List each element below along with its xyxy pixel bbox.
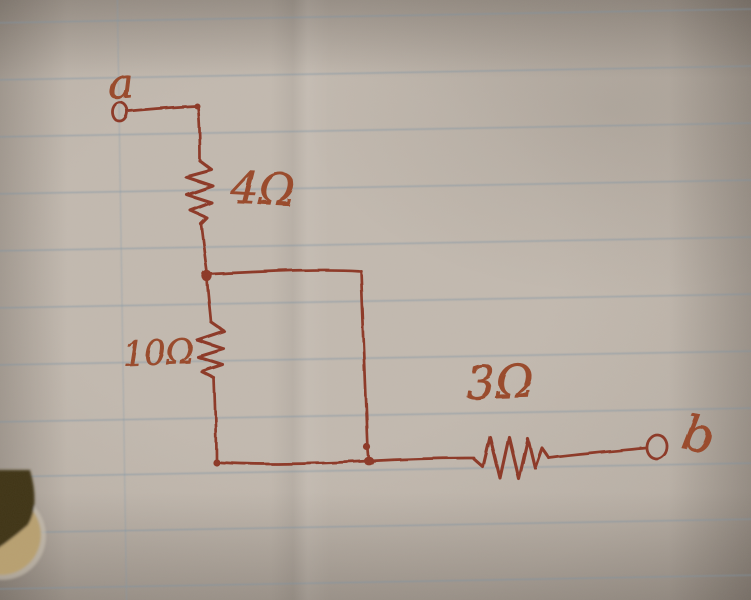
notebook-photo: a 4Ω 10Ω 3Ω bbox=[0, 0, 751, 600]
photo-grain-overlay bbox=[0, 0, 751, 600]
circuit-sketch-canvas: a 4Ω 10Ω 3Ω bbox=[0, 0, 751, 600]
